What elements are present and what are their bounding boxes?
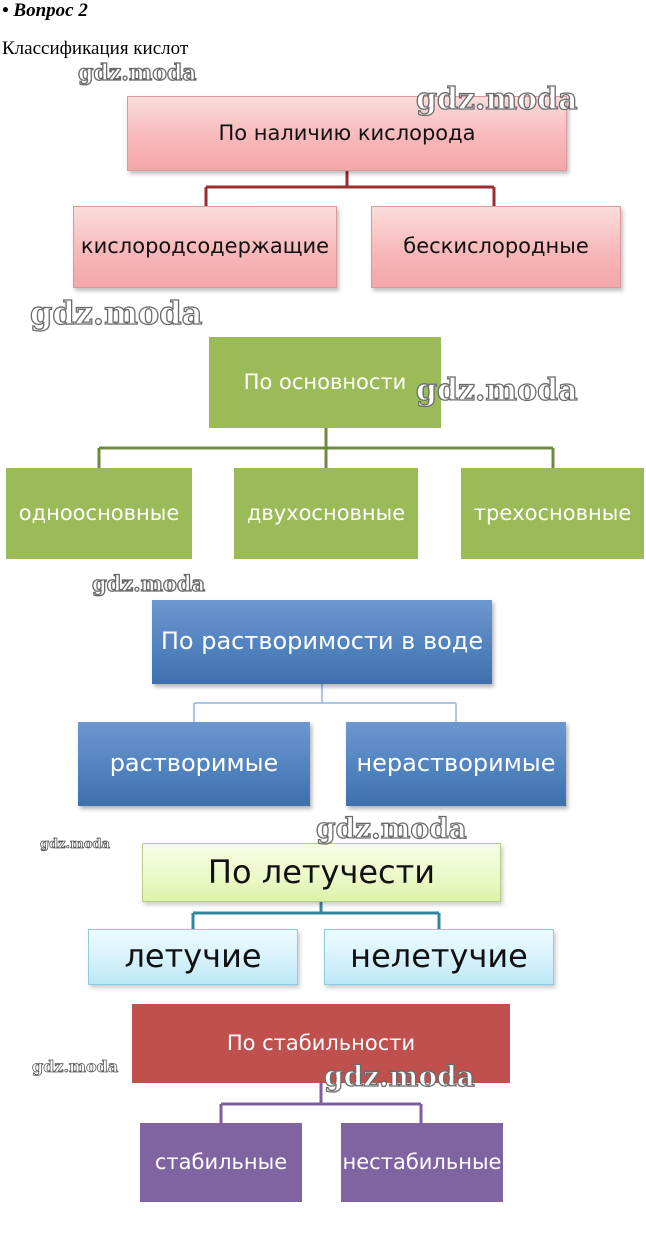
watermark-6: gdz.moda xyxy=(315,811,467,845)
watermark-1: gdz.moda xyxy=(77,59,197,86)
node-by-basicity: По основности xyxy=(209,337,441,428)
node-stable: стабильные xyxy=(140,1123,302,1202)
node-unstable: нестабильные xyxy=(341,1123,503,1202)
connector-solubility xyxy=(193,684,457,722)
page-subtitle: Классификация кислот xyxy=(2,38,189,59)
connector-volatility xyxy=(191,902,441,929)
connector-stability xyxy=(219,1083,423,1123)
watermark-8: gdz.moda xyxy=(32,1057,119,1077)
watermark-7: gdz.moda xyxy=(40,837,111,853)
question-heading: • Вопрос 2 xyxy=(2,0,88,21)
watermark-9: gdz.moda xyxy=(323,1059,475,1093)
watermark-3: gdz.moda xyxy=(29,293,203,332)
node-by-solubility: По растворимости в воде xyxy=(152,600,492,684)
node-nonvolatile: нелетучие xyxy=(324,929,554,985)
node-monobasic: одноосновные xyxy=(6,468,192,559)
node-by-oxygen: По наличию кислорода xyxy=(127,96,567,171)
connector-basicity xyxy=(97,428,555,468)
watermark-5: gdz.moda xyxy=(91,570,206,596)
node-oxygen-free: бескислородные xyxy=(371,206,621,288)
connector-oxygen xyxy=(204,171,496,206)
watermark-4: gdz.moda xyxy=(415,372,578,408)
node-by-volatility: По летучести xyxy=(142,843,501,902)
node-soluble: растворимые xyxy=(78,722,310,806)
node-oxygen-containing: кислородсодержащие xyxy=(73,206,337,288)
node-dibasic: двухосновные xyxy=(234,468,418,559)
node-by-stability: По стабильности xyxy=(132,1004,510,1083)
node-volatile: летучие xyxy=(88,929,298,985)
node-tribasic: трехосновные xyxy=(461,468,644,559)
node-insoluble: нерастворимые xyxy=(346,722,566,806)
watermark-2: gdz.moda xyxy=(415,81,578,117)
